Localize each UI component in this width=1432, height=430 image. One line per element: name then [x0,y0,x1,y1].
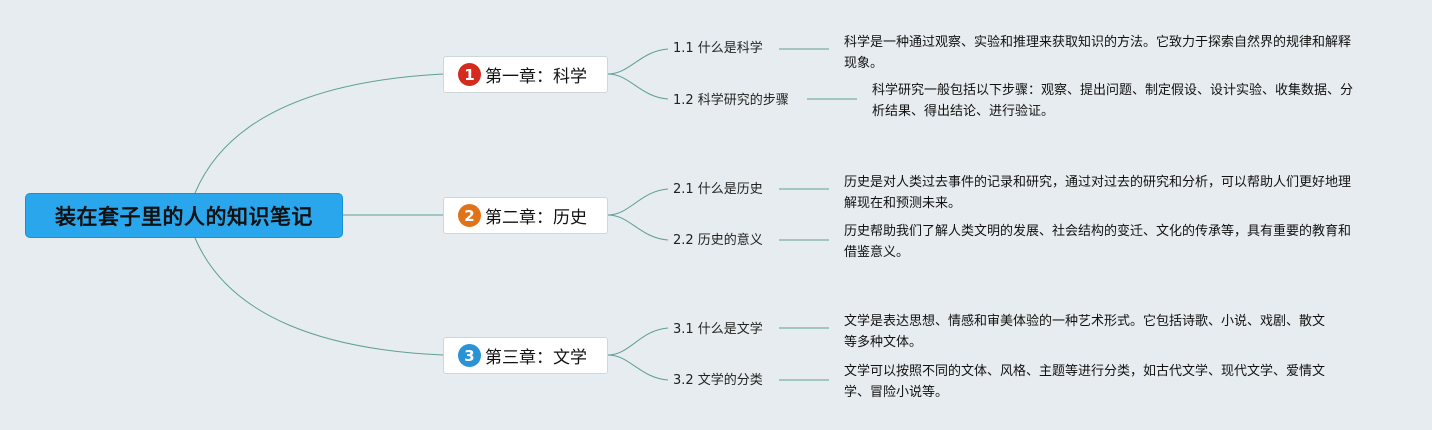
connector-chapter-2-sub-1 [607,188,669,216]
connector-chapter-2-sub-2 [607,214,669,241]
connector-root-chapter-3 [194,237,444,356]
connector-chapter-3-sub-1 [607,327,669,356]
description-2-2[interactable]: 历史帮助我们了解人类文明的发展、社会结构的变迁、文化的传承等，具有重要的教育和借… [844,224,1352,260]
subtopic-3-1[interactable]: 3.1 什么是文学 [673,322,763,337]
description-1-1[interactable]: 科学是一种通过观察、实验和推理来获取知识的方法。它致力于探索自然界的规律和解释现… [844,35,1352,71]
chapter-3-topic[interactable]: 3 第三章：文学 [443,337,608,374]
subtopic-2-1[interactable]: 2.1 什么是历史 [673,182,763,197]
subtopic-3-2[interactable]: 3.2 文学的分类 [673,373,763,388]
number-badge-icon: 1 [458,63,481,86]
chapter-1-label: 第一章：科学 [485,67,587,87]
chapter-1-topic[interactable]: 1 第一章：科学 [443,56,608,93]
number-badge-icon: 2 [458,204,481,227]
central-topic-label: 装在套子里的人的知识笔记 [55,204,313,229]
description-3-2[interactable]: 文学可以按照不同的文体、风格、主题等进行分类，如古代文学、现代文学、爱情文学、冒… [844,364,1326,400]
description-1-2[interactable]: 科学研究一般包括以下步骤：观察、提出问题、制定假设、设计实验、收集数据、分析结果… [872,83,1354,119]
number-badge-icon: 3 [458,344,481,367]
subtopic-1-1[interactable]: 1.1 什么是科学 [673,41,763,56]
description-3-1[interactable]: 文学是表达思想、情感和审美体验的一种艺术形式。它包括诗歌、小说、戏剧、散文等多种… [844,314,1326,350]
chapter-2-label: 第二章：历史 [485,208,587,228]
central-topic[interactable]: 装在套子里的人的知识笔记 [25,193,343,238]
subtopic-2-2[interactable]: 2.2 历史的意义 [673,233,763,248]
description-2-1[interactable]: 历史是对人类过去事件的记录和研究，通过对过去的研究和分析，可以帮助人们更好地理解… [844,175,1352,211]
connector-chapter-1-sub-2 [607,73,669,100]
chapter-3-label: 第三章：文学 [485,348,587,368]
connector-root-chapter-1 [194,73,444,194]
chapter-2-topic[interactable]: 2 第二章：历史 [443,197,608,234]
subtopic-1-2[interactable]: 1.2 科学研究的步骤 [673,93,789,108]
connector-chapter-1-sub-1 [607,48,669,75]
connector-chapter-3-sub-2 [607,354,669,381]
